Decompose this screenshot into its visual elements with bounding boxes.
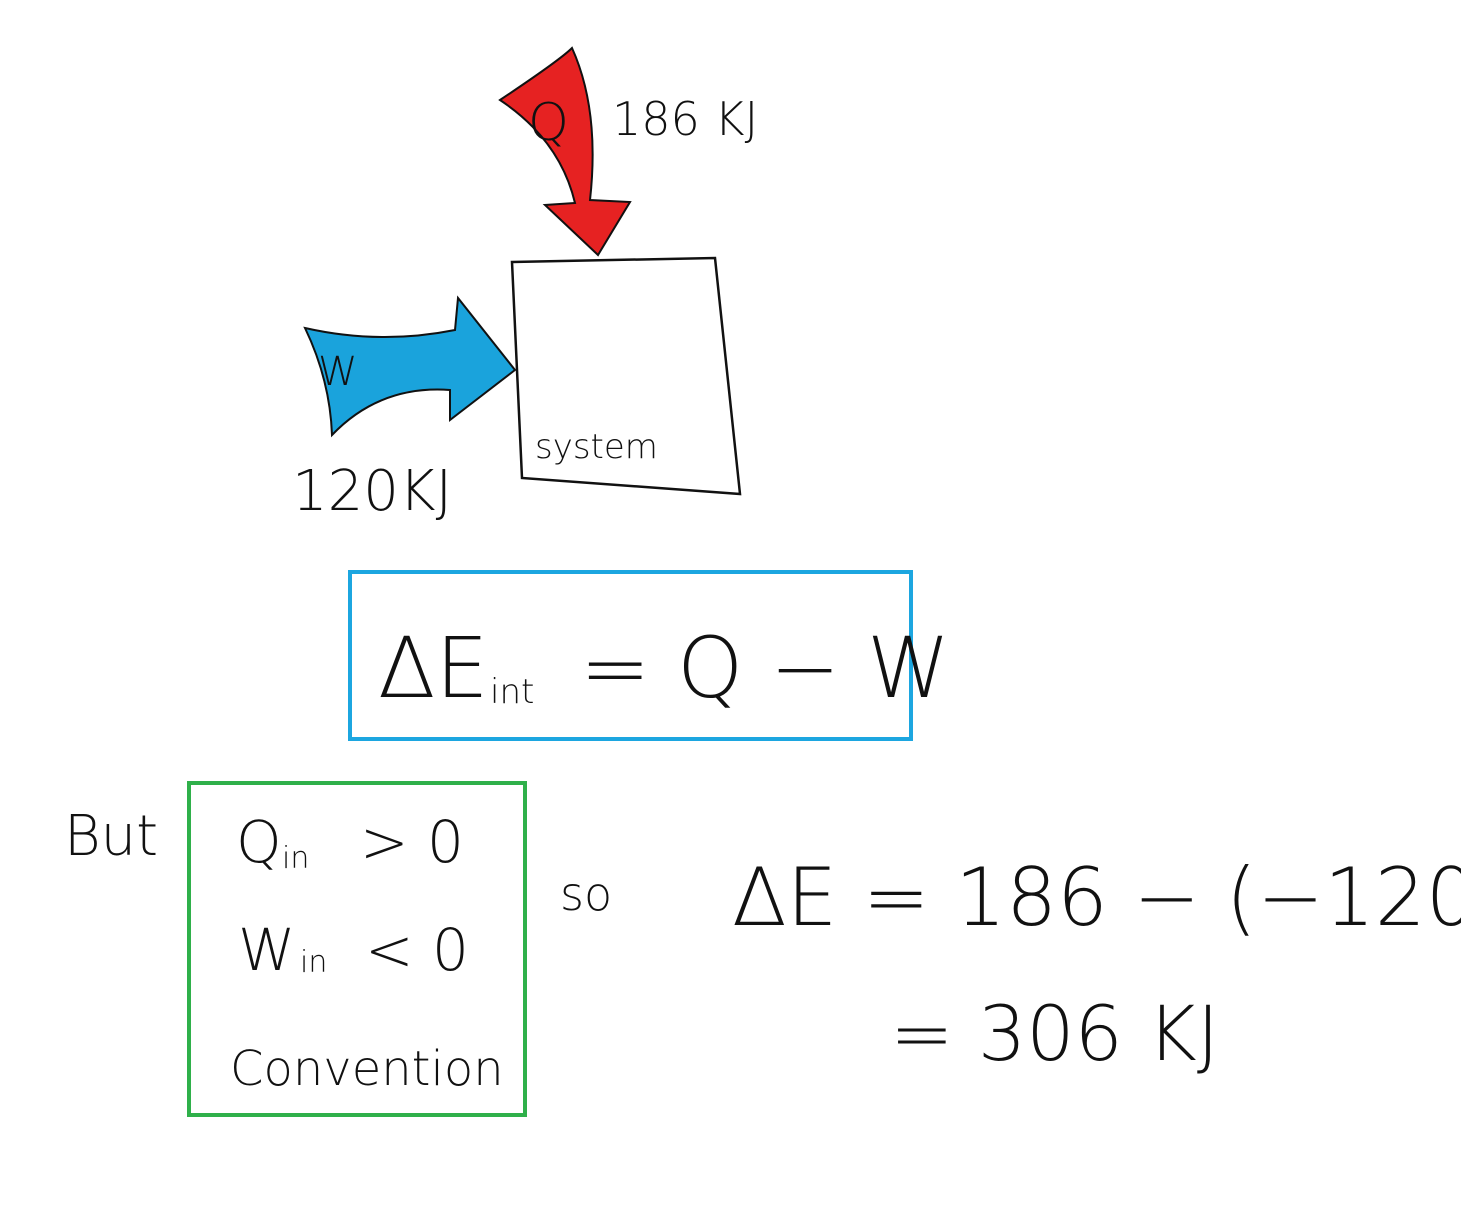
work-value: 120KJ xyxy=(292,459,452,524)
heat-symbol: Q xyxy=(528,93,569,153)
convention-label: Convention xyxy=(230,1041,504,1097)
convention-q-rest: > 0 xyxy=(360,808,464,876)
first-law-delta: ΔE xyxy=(378,619,489,717)
calculation-line-2: = 306 KJ xyxy=(890,989,1219,1078)
first-law-rhs: = Q − W xyxy=(580,619,950,717)
but-label: But xyxy=(64,804,158,869)
system-box xyxy=(510,256,742,496)
system-label: system xyxy=(535,427,658,467)
convention-box xyxy=(187,781,527,1117)
heat-value: 186 KJ xyxy=(612,92,758,146)
convention-q: Q xyxy=(236,808,282,876)
convention-q-sub: in xyxy=(282,841,309,876)
so-label: so xyxy=(560,867,612,921)
convention-w: W xyxy=(238,916,295,984)
heat-arrow xyxy=(498,46,632,257)
calculation-line-1: ΔE = 186 − (−120) = xyxy=(732,851,1461,944)
first-law-box xyxy=(348,570,913,741)
work-symbol: W xyxy=(318,349,358,395)
work-arrow xyxy=(303,295,517,438)
convention-w-rest: < 0 xyxy=(365,916,469,984)
first-law-subscript: int xyxy=(490,672,534,712)
convention-w-sub: in xyxy=(300,945,327,980)
